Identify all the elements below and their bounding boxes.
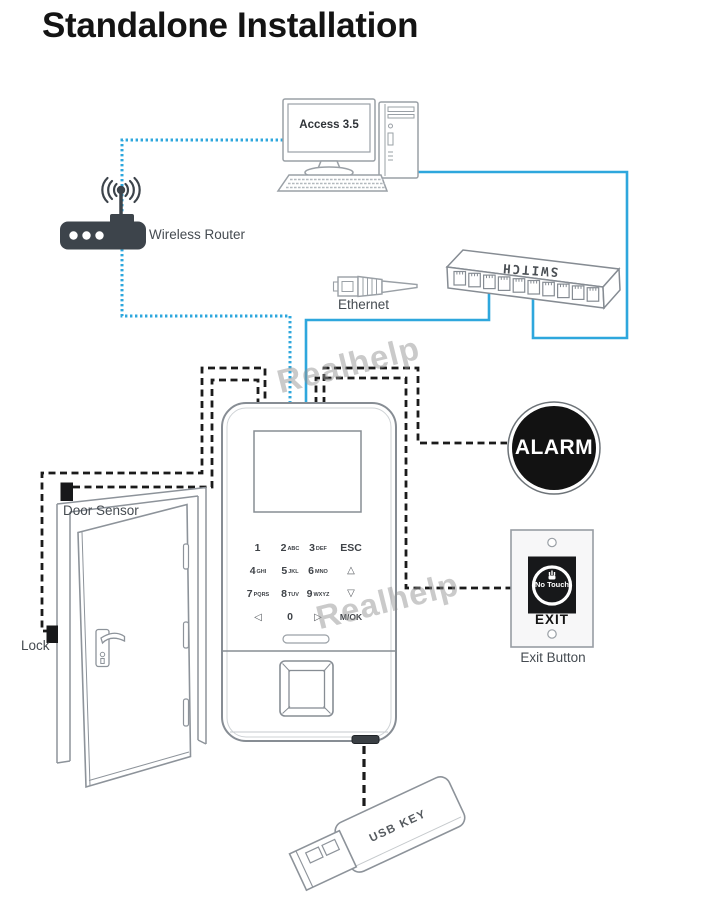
alarm-label: ALARM (514, 436, 594, 459)
wire-device-door-sensor (73, 378, 260, 489)
key-right: ▷ (304, 605, 332, 629)
usb-key: USB KEY (288, 776, 466, 892)
door-hinge (182, 698, 190, 727)
key-1: 1 (254, 541, 261, 554)
access-control-device (221, 402, 397, 744)
door-sensor-label: Door Sensor (63, 503, 139, 518)
wire-device-lock (40, 366, 267, 633)
alarm-bell (507, 401, 601, 495)
no-touch-label: No Touch (534, 580, 570, 589)
door-assembly (46, 482, 207, 789)
right-arrow-icon: ▷ (314, 611, 322, 623)
device-speaker-slot (282, 634, 330, 644)
cable-pc-router-dotted (120, 138, 292, 404)
cable-switch-device-ethernet (304, 289, 491, 404)
page-title: Standalone Installation (42, 6, 419, 45)
door-hinge (182, 621, 190, 649)
connection-wires (40, 138, 629, 806)
key-up: △ (332, 559, 370, 582)
wire-device-exit-button (314, 376, 512, 590)
switch-label: SWITCH (501, 261, 559, 280)
door-panel (77, 503, 192, 789)
screw-icon (547, 537, 557, 548)
monitor-screen-label: Access 3.5 (299, 119, 359, 131)
device-screen (253, 430, 362, 513)
desktop-computer (276, 98, 419, 192)
key-left: ◁ (240, 605, 276, 629)
ethernet-label: Ethernet (338, 297, 390, 312)
lock-block (46, 625, 58, 643)
door-hinge (182, 543, 190, 570)
exit-button-caption: Exit Button (520, 650, 586, 665)
left-arrow-icon: ◁ (254, 611, 262, 623)
key-0: 0 (287, 611, 293, 623)
lock-label: Lock (21, 638, 50, 653)
fingerprint-reader (279, 660, 334, 717)
hand-icon (548, 570, 556, 580)
ethernet-connector (332, 275, 418, 298)
key-down: ▽ (332, 582, 370, 605)
key-mok: M/OK (339, 612, 363, 622)
door-sensor-block (60, 482, 73, 501)
exit-text: EXIT (534, 612, 569, 627)
exit-button-plate (510, 529, 594, 648)
key-esc: ESC (340, 541, 362, 554)
screw-icon (547, 629, 557, 639)
wireless-router (60, 176, 146, 250)
monitor (282, 98, 376, 179)
cable-pc-switch (418, 170, 629, 340)
keyboard (276, 174, 389, 192)
down-arrow-icon: ▽ (347, 588, 355, 599)
no-touch-ring (531, 565, 573, 606)
wire-device-alarm (322, 366, 507, 445)
up-arrow-icon: △ (347, 565, 355, 576)
door-handle (95, 628, 126, 668)
wireless-router-label: Wireless Router (149, 227, 246, 242)
wifi-signal-icon (101, 176, 141, 204)
network-switch: SWITCH (445, 249, 621, 310)
device-usb-port (351, 735, 380, 744)
pc-tower (378, 101, 419, 179)
